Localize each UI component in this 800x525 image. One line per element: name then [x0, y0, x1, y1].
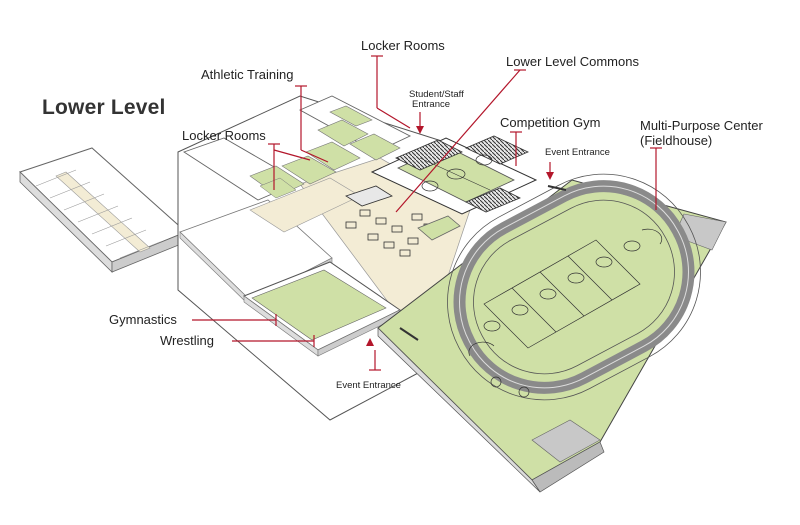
label-event-entrance-right: Event Entrance	[545, 147, 610, 158]
label-lower-level-commons: Lower Level Commons	[506, 54, 639, 69]
page-title: Lower Level	[42, 96, 166, 119]
label-locker-rooms-top: Locker Rooms	[361, 38, 445, 53]
label-wrestling: Wrestling	[160, 333, 214, 348]
label-athletic-training: Athletic Training	[201, 67, 294, 82]
running-track	[447, 173, 701, 401]
label-competition-gym: Competition Gym	[500, 115, 601, 130]
competition-gym	[370, 135, 538, 215]
locker-rooms-top-area	[298, 95, 412, 161]
fieldhouse	[377, 173, 727, 493]
west-wing	[19, 147, 187, 273]
leader-lines	[192, 55, 662, 371]
label-multi-purpose-center-line1: Multi-Purpose Center	[640, 118, 763, 133]
label-student-staff-entrance-line2: Entrance	[412, 99, 451, 110]
locker-rooms-left-area	[182, 137, 361, 201]
label-gymnastics: Gymnastics	[109, 312, 177, 327]
commons-furniture	[345, 185, 461, 257]
label-locker-rooms-left: Locker Rooms	[182, 128, 266, 143]
label-event-entrance-bottom: Event Entrance	[336, 380, 401, 391]
label-multi-purpose-center-line2: (Fieldhouse)	[640, 133, 713, 148]
label-student-staff-entrance-line1: Student/Staff	[409, 89, 464, 100]
basketball-courts	[468, 228, 663, 398]
